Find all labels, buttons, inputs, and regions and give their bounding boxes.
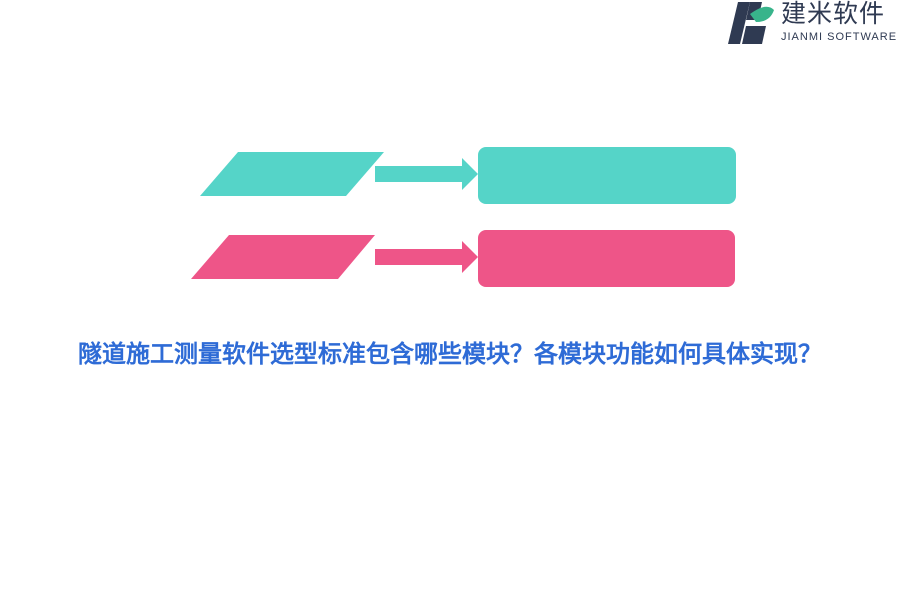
page-title: 隧道施工测量软件选型标准包含哪些模块？各模块功能如何具体实现？ xyxy=(78,340,822,368)
right-arrow-icon xyxy=(375,158,478,190)
teal-box xyxy=(478,147,736,204)
right-arrow-icon xyxy=(375,241,478,273)
logo-name-en: JIANMI SOFTWARE xyxy=(781,31,898,43)
pink-parallelogram xyxy=(191,235,375,279)
teal-parallelogram xyxy=(200,152,384,196)
logo-name-cn: 建米软件 xyxy=(781,0,886,28)
jianmi-logo-icon xyxy=(728,2,774,44)
pink-box xyxy=(478,230,735,287)
brand-logo: 建米软件 JIANMI SOFTWARE xyxy=(726,0,900,48)
